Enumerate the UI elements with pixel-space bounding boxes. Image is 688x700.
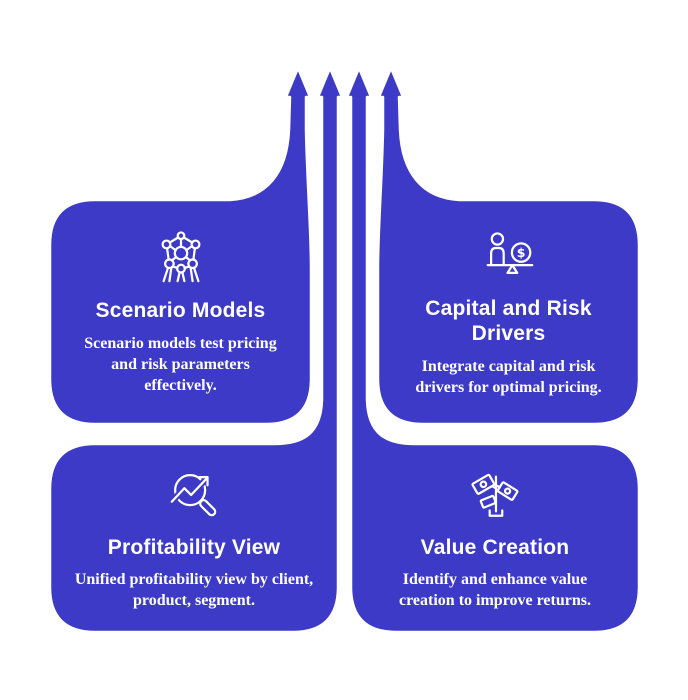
shape-capital-risk-card-with-up-arrow [376, 66, 641, 426]
shape-profitability-card-with-up-arrow [48, 66, 344, 634]
shape-scenario-models-card-with-up-arrow [48, 66, 313, 426]
shape-value-creation-card-with-up-arrow [345, 66, 641, 634]
